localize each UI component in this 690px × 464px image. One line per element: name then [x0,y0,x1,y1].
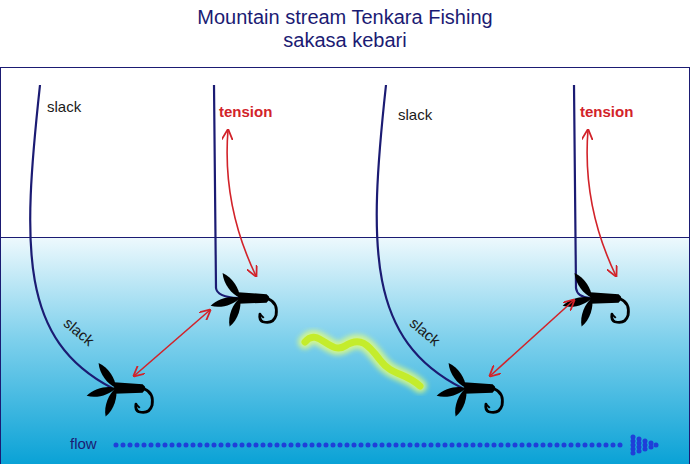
frame-line [0,67,690,68]
slack-line [30,85,112,388]
tension-arrow [587,130,616,276]
flow-arrow [116,443,626,448]
water-surface [0,237,690,238]
nymph-glow [305,337,420,386]
frame-line [0,67,1,464]
movement-arrow [134,310,210,376]
flow-arrowhead [631,435,659,456]
movement-arrow [490,300,574,376]
tension-label: tension [580,103,633,120]
slack-label: slack [398,106,432,123]
diagram-title: Mountain stream Tenkara Fishing sakasa k… [180,6,510,52]
tension-label: tension [219,103,272,120]
nymph [305,337,420,386]
sakasa-kebari-fly [210,271,277,328]
water-region [0,237,690,464]
slack-label: slack [47,98,81,115]
frame-line [689,67,690,464]
sakasa-kebari-fly [436,361,503,418]
tension-arrow [227,130,256,276]
slack-line [377,85,462,388]
flow-label: flow [70,435,97,452]
sakasa-kebari-fly [562,271,629,328]
